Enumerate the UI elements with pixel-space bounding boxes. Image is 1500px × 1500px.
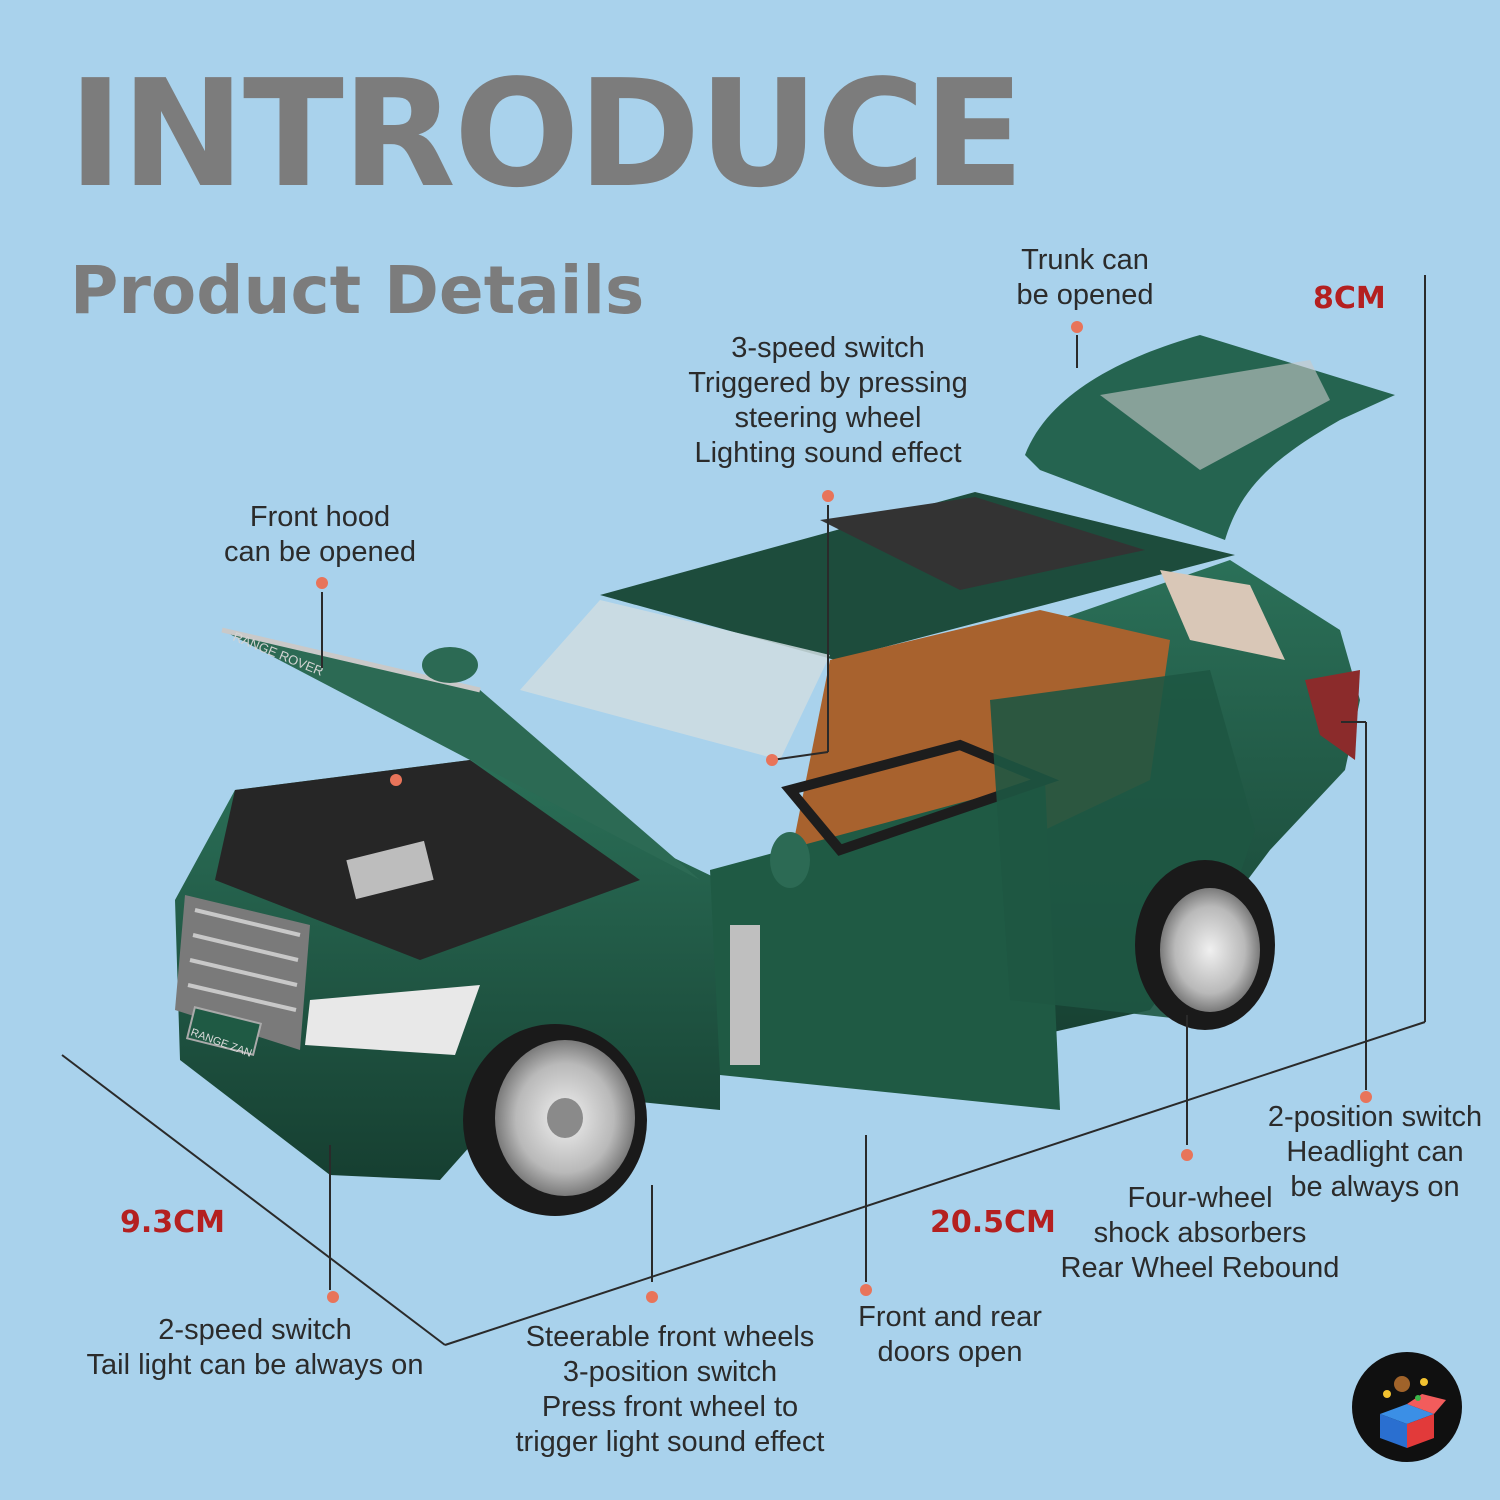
car-plate <box>185 1006 263 1056</box>
length-dimension: 20.5CM <box>930 1205 1056 1240</box>
callout-headlight: 2-position switch Headlight can be alway… <box>1255 1100 1495 1205</box>
page-subtitle: Product Details <box>70 252 645 329</box>
height-dimension: 8CM <box>1313 281 1386 316</box>
callout-doors: Front and rear doors open <box>845 1300 1055 1370</box>
toy-car <box>175 335 1395 1216</box>
car-headlight <box>305 985 480 1055</box>
callout-front-wheels: Steerable front wheels 3-position switch… <box>495 1320 845 1460</box>
callout-line: Four-wheel <box>1127 1182 1273 1214</box>
callout-line: Triggered by pressing <box>688 367 968 399</box>
callout-line: Steerable front wheels <box>525 1321 815 1353</box>
callout-line: 2-speed switch <box>158 1314 352 1346</box>
callout-steering: 3-speed switch Triggered by pressing ste… <box>660 331 996 471</box>
callout-line: 2-position switch <box>1267 1101 1483 1133</box>
callout-line: be opened <box>1016 279 1154 311</box>
callout-line: Tail light can be always on <box>86 1349 424 1381</box>
brand-logo <box>1352 1352 1462 1462</box>
gift-box-icon <box>1380 1376 1446 1448</box>
callout-line: Trunk can <box>1021 244 1149 276</box>
callout-line: Press front wheel to <box>541 1391 799 1423</box>
car-side-mirror <box>422 647 478 683</box>
car-windshield <box>520 600 830 760</box>
car-rear-window <box>1160 570 1285 660</box>
callout-line: Rear Wheel Rebound <box>1060 1252 1340 1284</box>
page-title: INTRODUCE <box>68 48 1024 220</box>
callout-line: 3-position switch <box>562 1356 778 1388</box>
callout-line: doors open <box>877 1336 1023 1368</box>
car-sunroof <box>820 497 1145 590</box>
callout-trunk: Trunk can be opened <box>985 243 1185 313</box>
callout-line: Lighting sound effect <box>694 437 962 469</box>
car-tail-light <box>1305 670 1360 760</box>
callout-tail-light: 2-speed switch Tail light can be always … <box>70 1313 440 1383</box>
callout-line: Front hood <box>249 501 391 533</box>
callout-markers <box>316 321 1372 1303</box>
callout-line: steering wheel <box>734 402 922 434</box>
car-open-hood <box>222 630 700 880</box>
callout-line: Front and rear <box>858 1301 1042 1333</box>
callout-shock-absorbers: Four-wheel shock absorbers Rear Wheel Re… <box>1045 1181 1355 1286</box>
callout-line: Headlight can <box>1286 1136 1464 1168</box>
callout-line: trigger light sound effect <box>515 1426 825 1458</box>
callout-line: 3-speed switch <box>731 332 925 364</box>
callout-line: shock absorbers <box>1093 1217 1307 1249</box>
width-dimension: 9.3CM <box>120 1205 226 1240</box>
callout-line: be always on <box>1290 1171 1460 1203</box>
callout-line: can be opened <box>224 536 416 568</box>
leader-lines <box>321 335 1367 1290</box>
callout-hood: Front hood can be opened <box>205 500 435 570</box>
dimension-lines <box>61 275 1426 1346</box>
